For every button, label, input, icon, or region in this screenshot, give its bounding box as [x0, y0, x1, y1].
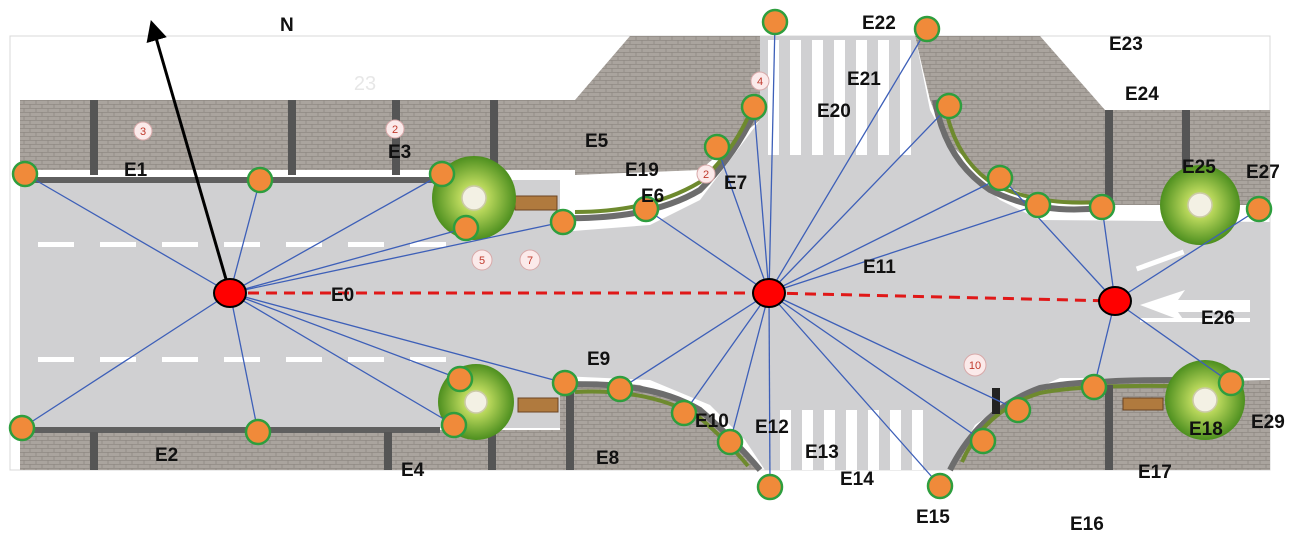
sensor-node — [246, 166, 274, 194]
sensor-node — [703, 133, 731, 161]
sensor-node — [606, 375, 634, 403]
sensor-node — [1217, 369, 1245, 397]
edge-label: E29 — [1251, 412, 1285, 433]
edge-label: E26 — [1201, 308, 1235, 329]
edge-label: E14 — [840, 469, 874, 490]
edge-label: E21 — [847, 69, 881, 90]
svg-text:2: 2 — [392, 124, 398, 136]
edge-label: E15 — [916, 507, 950, 528]
sensor-node — [1080, 373, 1108, 401]
faint-plan-number: 23 — [354, 73, 376, 95]
edge-label: E13 — [805, 442, 839, 463]
svg-text:7: 7 — [527, 255, 533, 267]
hub-node — [752, 278, 786, 308]
sensor-node — [452, 214, 480, 242]
edge-label: E11 — [863, 257, 896, 278]
edge-label: E20 — [817, 101, 851, 122]
svg-text:4: 4 — [757, 76, 763, 88]
backbone-links — [230, 291, 1116, 303]
hub-nodes — [213, 278, 1132, 316]
plan-number-marker: 3 — [133, 121, 153, 141]
sensor-node — [756, 473, 784, 501]
plan-markers: 3 2 4 2 5 7 10 23 — [133, 71, 987, 377]
sensor-node — [1245, 195, 1273, 223]
street-plan-background — [9, 35, 1271, 472]
edge-label: E24 — [1125, 84, 1159, 105]
edge-label: E4 — [401, 460, 425, 481]
edge-label: E3 — [388, 142, 411, 163]
edge-label: E23 — [1109, 34, 1143, 55]
road-arrow-icon — [1140, 290, 1250, 322]
svg-text:5: 5 — [479, 255, 485, 267]
sensor-node — [551, 369, 579, 397]
edge-label: E8 — [596, 448, 619, 469]
north-arrow-icon — [146, 19, 232, 294]
sensor-node — [446, 365, 474, 393]
wireless-links — [21, 21, 1260, 488]
bench-icon — [514, 195, 558, 211]
svg-text:3: 3 — [140, 126, 146, 138]
sensor-node — [969, 427, 997, 455]
edge-label: E27 — [1246, 162, 1280, 183]
edge-label: E1 — [124, 160, 148, 181]
sensor-node — [11, 160, 39, 188]
hub-node — [1098, 286, 1132, 316]
bin-icon — [992, 388, 1000, 414]
edge-label: E18 — [1189, 419, 1223, 440]
edge-label: E12 — [755, 417, 789, 438]
plan-number-marker: 2 — [696, 164, 716, 184]
edge-label: E16 — [1070, 514, 1104, 535]
sensor-node — [549, 208, 577, 236]
sidewalk-lower-middle — [560, 380, 760, 470]
north-label: N — [280, 15, 294, 36]
sidewalk-upper-right — [915, 36, 1270, 205]
edge-label: E22 — [862, 13, 896, 34]
sensor-node — [1004, 396, 1032, 424]
edge-label: E17 — [1138, 462, 1172, 483]
bench-icon — [1122, 397, 1164, 411]
edge-label: E0 — [331, 285, 354, 306]
plan-number-marker: 7 — [519, 249, 541, 271]
hub-node — [213, 278, 247, 308]
sensor-node — [440, 411, 468, 439]
plan-number-marker: 2 — [385, 119, 405, 139]
sensor-node — [670, 399, 698, 427]
sensor-node — [761, 8, 789, 36]
sensor-node — [716, 428, 744, 456]
sensor-node — [1024, 191, 1052, 219]
edge-label: E19 — [625, 160, 659, 181]
plan-number-marker: 5 — [471, 249, 493, 271]
sensor-node — [935, 92, 963, 120]
bench-icon — [517, 397, 559, 413]
edge-label: E7 — [724, 173, 747, 194]
plan-number-marker: 10 — [963, 353, 987, 377]
sensor-node — [926, 472, 954, 500]
edge-label: E5 — [585, 131, 609, 152]
sensor-node — [740, 93, 768, 121]
edge-label: E6 — [641, 186, 664, 207]
sensor-node — [632, 195, 660, 223]
sensor-node — [1088, 193, 1116, 221]
svg-text:2: 2 — [703, 169, 709, 181]
edge-label: E2 — [155, 445, 178, 466]
edge-label: E9 — [587, 349, 610, 370]
sensor-node — [913, 15, 941, 43]
svg-text:10: 10 — [969, 360, 981, 372]
sensor-node — [244, 418, 272, 446]
edge-labels: E0 E1 E2 E3 E4 E5 E6 E7 E8 E9 E10 E11 E1… — [124, 13, 1285, 535]
sensor-node — [8, 414, 36, 442]
edge-label: E25 — [1182, 157, 1216, 178]
sensor-nodes — [8, 8, 1273, 501]
roadway — [20, 36, 1270, 470]
sensor-node — [986, 164, 1014, 192]
edge-label: E10 — [695, 411, 729, 432]
plan-number-marker: 4 — [750, 71, 770, 91]
sensor-node — [428, 160, 456, 188]
